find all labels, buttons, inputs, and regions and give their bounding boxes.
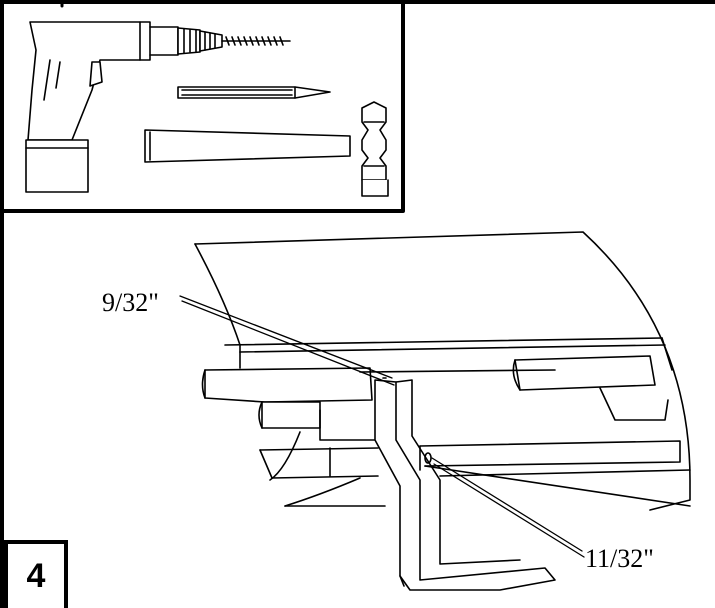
hammer-icon <box>144 101 389 197</box>
step-number: 4 <box>26 557 46 595</box>
leader-lines <box>179 295 585 558</box>
cabinet-rail <box>201 337 691 507</box>
step-number-box: 4 <box>4 540 68 608</box>
drill-bit-icon <box>177 86 331 99</box>
hole-size-label-lower: 11/32" <box>585 544 654 573</box>
mounting-bracket <box>374 377 556 591</box>
hole-size-label-upper: 9/32" <box>102 288 159 317</box>
drill-icon <box>25 21 291 193</box>
tools-inset <box>0 0 405 213</box>
